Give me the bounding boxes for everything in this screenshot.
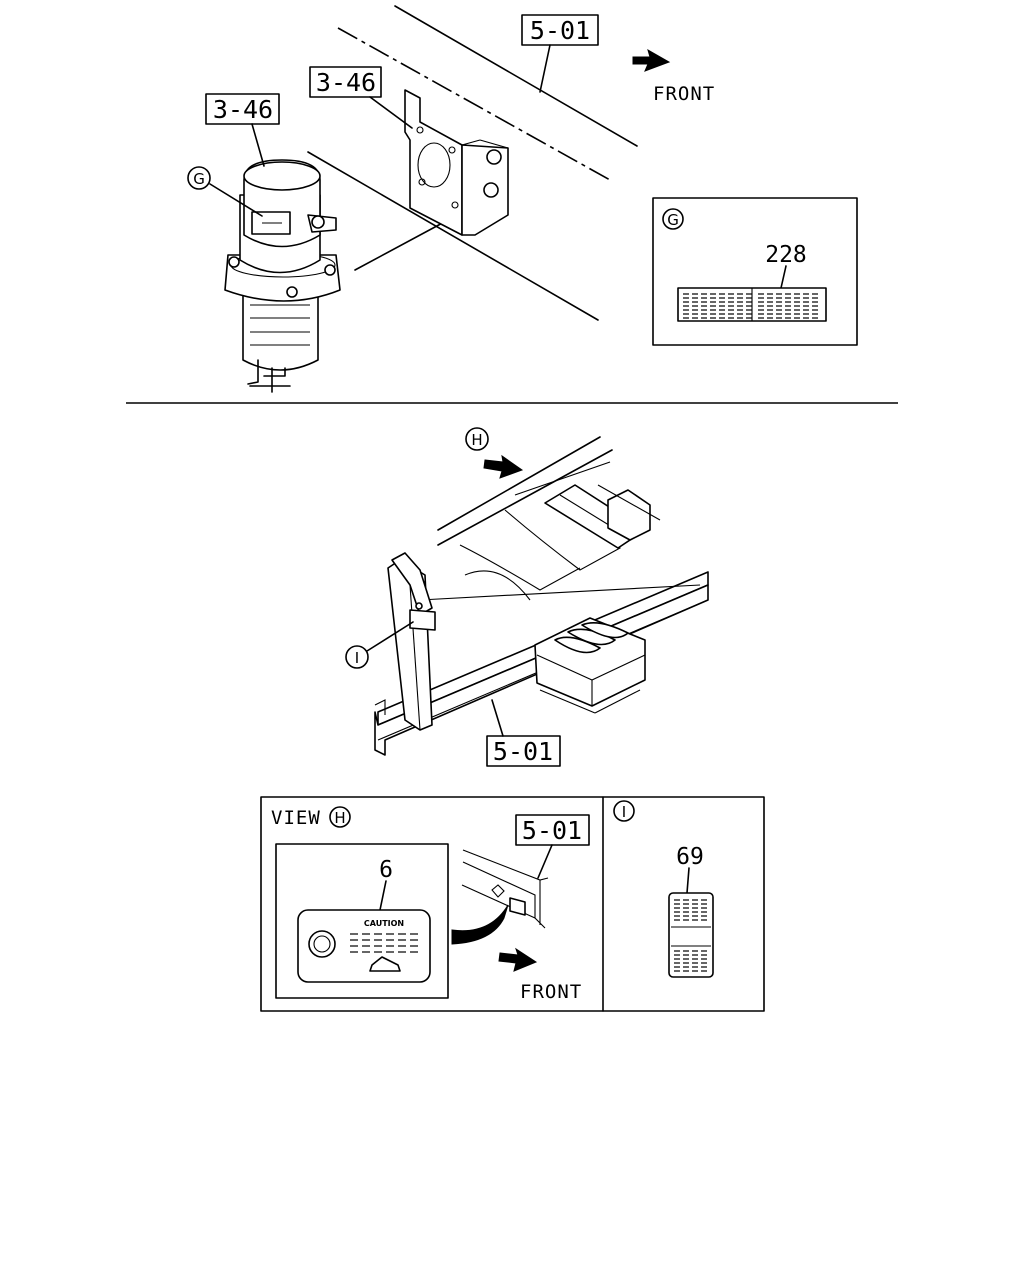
caution-decal-text: CAUTION <box>364 919 404 928</box>
vertical-post <box>387 552 436 731</box>
marker-i-detail-text: I <box>622 803 626 821</box>
callout-5-01-top-text: 5-01 <box>530 16 590 45</box>
part-69-number: 69 <box>676 844 704 870</box>
front-label-top: FRONT <box>653 83 715 105</box>
air-dryer <box>224 159 341 393</box>
marker-h-main-text: H <box>471 431 482 449</box>
callout-5-01-mid-text: 5-01 <box>493 737 553 766</box>
frame-rail-top <box>307 5 638 321</box>
part-6-number: 6 <box>379 857 393 883</box>
view-h-box: VIEW H 6 CAUTION 5-01 FRONT I 69 <box>260 796 765 1012</box>
decal-228-text-lines <box>683 293 818 319</box>
decal-69 <box>668 892 714 978</box>
decal-69-text-lines <box>674 899 707 972</box>
front-arrow-top: FRONT <box>632 48 715 105</box>
callout-3-46-dryer: 3-46 <box>205 93 280 167</box>
marker-g-main: G <box>187 166 263 217</box>
dryer-bracket <box>404 89 509 236</box>
marker-g-main-text: G <box>193 170 205 188</box>
callout-5-01-view-text: 5-01 <box>522 816 582 845</box>
detail-g-box: G 228 <box>652 197 858 346</box>
marker-h-main: H <box>465 427 524 479</box>
callout-5-01-view: 5-01 <box>515 814 590 879</box>
marker-h-view-text: H <box>334 809 345 827</box>
battery-box <box>534 617 646 714</box>
part-228-number: 228 <box>765 242 807 268</box>
view-label: VIEW <box>271 807 321 829</box>
callout-3-46-dryer-text: 3-46 <box>213 95 273 124</box>
callout-5-01-top: 5-01 <box>521 14 599 93</box>
marker-g-detail-text: G <box>667 211 679 229</box>
marker-i-main-text: I <box>355 649 359 667</box>
front-label-view: FRONT <box>520 981 582 1003</box>
marker-i-main: I <box>345 621 414 669</box>
caution-text-lines <box>350 933 418 953</box>
callout-3-46-bracket: 3-46 <box>309 66 413 129</box>
callout-3-46-bracket-text: 3-46 <box>316 68 376 97</box>
callout-5-01-mid: 5-01 <box>486 699 561 767</box>
